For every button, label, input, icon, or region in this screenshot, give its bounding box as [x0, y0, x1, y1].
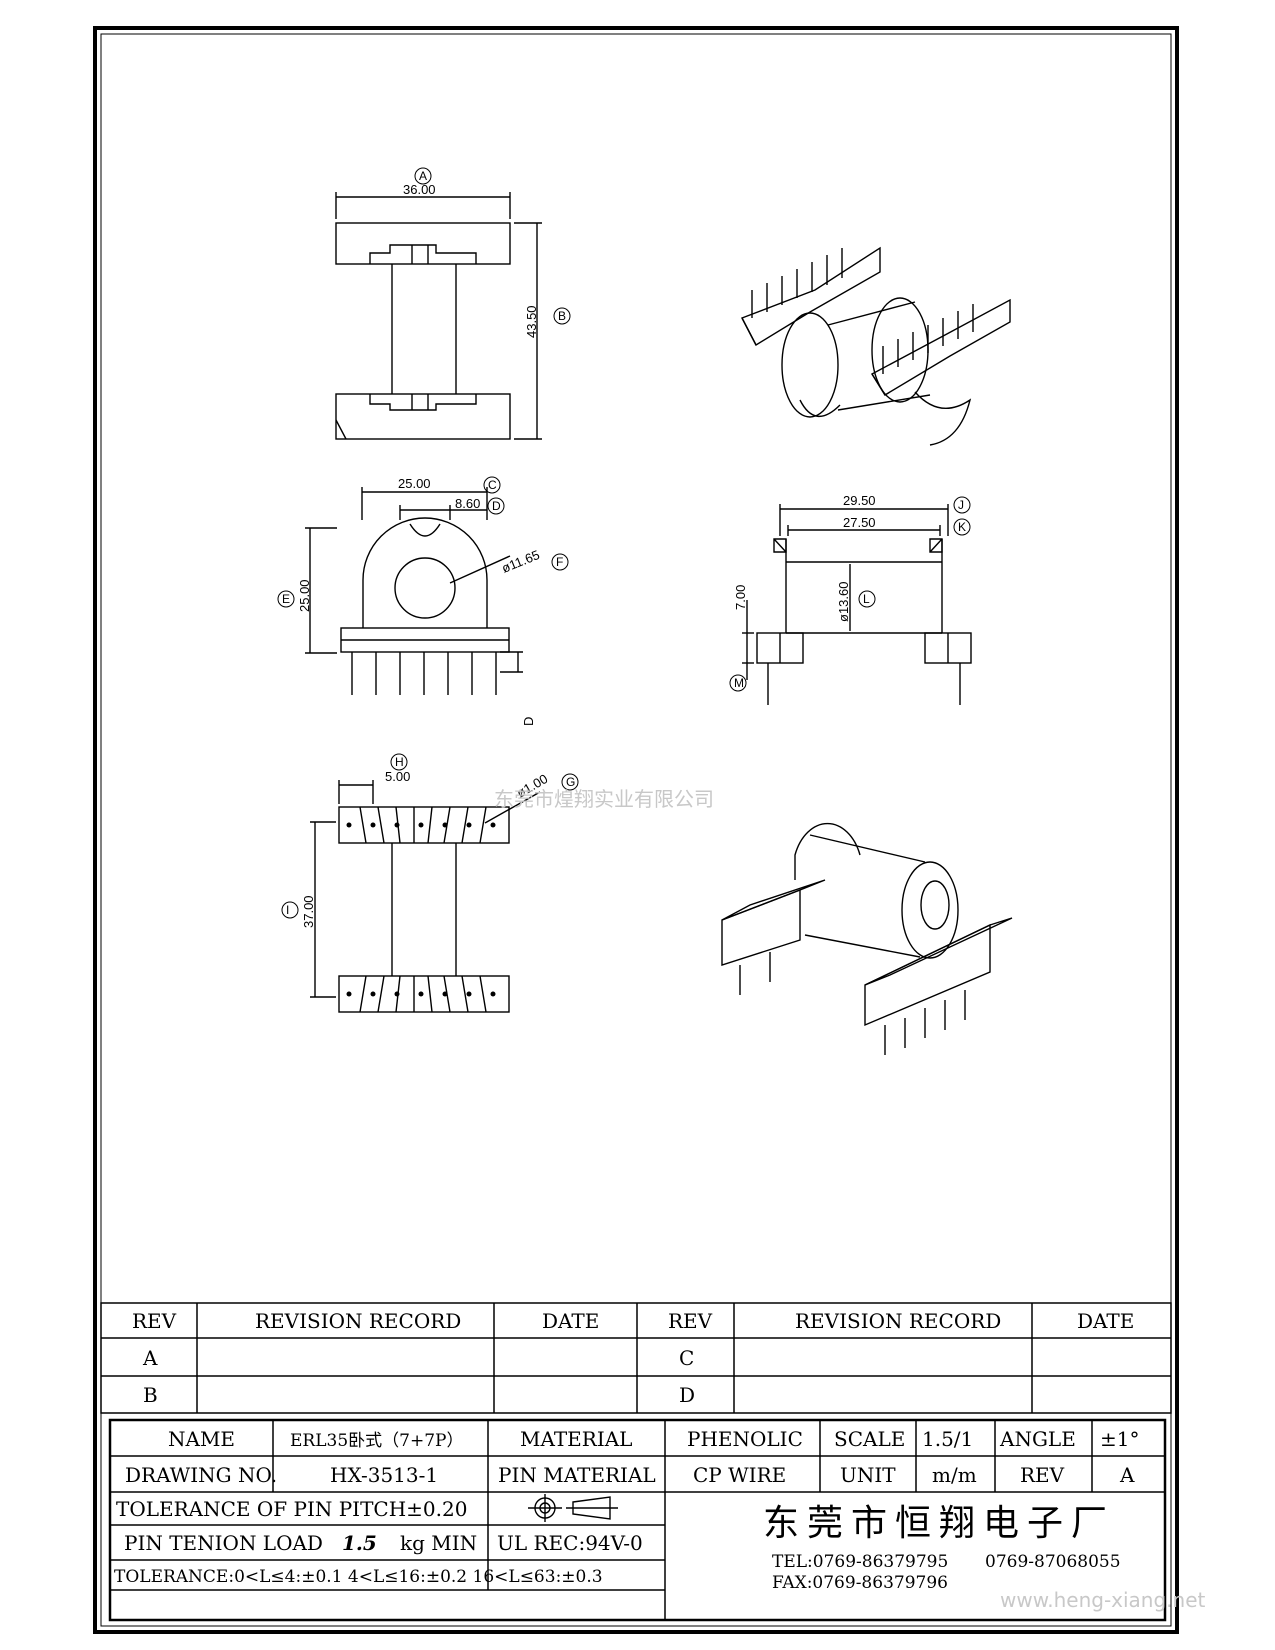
revision-record-header-1: REVISION RECORD	[255, 1309, 461, 1333]
material-value: PHENOLIC	[687, 1427, 803, 1451]
fax-number: FAX:0769-86379796	[772, 1573, 948, 1593]
rev-row-d: D	[679, 1383, 695, 1407]
front-view	[305, 487, 523, 695]
projection-symbol-icon	[528, 1494, 618, 1522]
tag-e: E	[282, 592, 290, 606]
watermark-center: 东莞市煌翔实业有限公司	[494, 787, 714, 811]
dim-j-value: 29.50	[843, 493, 876, 508]
drawing-no-value: HX-3513-1	[330, 1463, 438, 1487]
tag-f: F	[556, 555, 563, 569]
tag-k: K	[958, 520, 966, 534]
name-label: NAME	[168, 1427, 235, 1451]
side-view	[742, 504, 972, 705]
tag-i: I	[286, 903, 289, 917]
watermark-url: www.heng-xiang.net	[1000, 1588, 1206, 1612]
scale-value: 1.5/1	[922, 1427, 973, 1451]
pin-material-value: CP WIRE	[693, 1463, 786, 1487]
dim-a-value: 36.00	[403, 182, 436, 197]
unit-label: UNIT	[840, 1463, 896, 1487]
unit-value: m/m	[932, 1463, 977, 1487]
rev-header-1: REV	[132, 1309, 177, 1333]
front-side-label: D	[521, 717, 536, 726]
pin-tension-value: 1.5	[342, 1531, 377, 1555]
ul-rec: UL REC:94V-0	[497, 1531, 643, 1555]
rev-row-a: A	[142, 1346, 158, 1370]
scale-label: SCALE	[834, 1427, 905, 1451]
company-name: 东莞市恒翔电子厂	[763, 1503, 1115, 1544]
rev-label: REV	[1020, 1463, 1065, 1487]
rev-row-c: C	[679, 1346, 694, 1370]
revision-table	[100, 1302, 1172, 1414]
bottom-view-pin-holes	[346, 822, 496, 997]
tel-number-2: 0769-87068055	[985, 1552, 1121, 1572]
dim-m-value: 7.00	[733, 585, 748, 610]
rev-value: A	[1119, 1463, 1135, 1487]
tag-a: A	[419, 169, 427, 183]
tag-h: H	[395, 755, 404, 769]
dim-b-value: 43.50	[524, 305, 539, 338]
tolerance-pitch: TOLERANCE OF PIN PITCH±0.20	[116, 1497, 467, 1521]
revision-record-header-2: REVISION RECORD	[795, 1309, 1001, 1333]
tel-number: TEL:0769-86379795	[772, 1552, 948, 1572]
tag-d: D	[492, 499, 501, 513]
sheet-border	[93, 26, 1179, 1634]
name-value: ERL35卧式（7+7P）	[290, 1431, 463, 1451]
material-label: MATERIAL	[520, 1427, 632, 1451]
rev-row-b: B	[143, 1383, 158, 1407]
iso-view-bottom	[721, 822, 1013, 1055]
pin-tension-unit: kg MIN	[400, 1531, 477, 1555]
dim-e-value: 25.00	[297, 579, 312, 612]
top-view	[335, 192, 542, 440]
rev-header-2: REV	[668, 1309, 713, 1333]
dim-d-value: 8.60	[455, 496, 480, 511]
tag-j: J	[958, 498, 964, 512]
tolerance-line: TOLERANCE:0<L≤4:±0.1 4<L≤16:±0.2 16<L≤63…	[114, 1567, 603, 1587]
drawing-no-label: DRAWING NO.	[125, 1463, 277, 1487]
dim-c-value: 25.00	[398, 476, 431, 491]
dim-k-value: 27.50	[843, 515, 876, 530]
iso-view-top	[741, 246, 1011, 446]
tag-b: B	[558, 309, 566, 323]
tag-g: G	[566, 775, 575, 789]
date-header-2: DATE	[1077, 1309, 1134, 1333]
dim-i-value: 37.00	[301, 895, 316, 928]
date-header-1: DATE	[542, 1309, 599, 1333]
pin-tension-label: PIN TENION LOAD	[124, 1531, 323, 1555]
dim-l-value: ø13.60	[836, 582, 851, 622]
pin-material-label: PIN MATERIAL	[498, 1463, 656, 1487]
tag-l: L	[863, 592, 870, 606]
angle-value: ±1°	[1100, 1427, 1139, 1451]
angle-label: ANGLE	[999, 1427, 1076, 1451]
title-block	[108, 1418, 1167, 1622]
dim-h-value: 5.00	[385, 769, 410, 784]
tag-m: M	[734, 676, 744, 690]
tag-c: C	[488, 478, 497, 492]
